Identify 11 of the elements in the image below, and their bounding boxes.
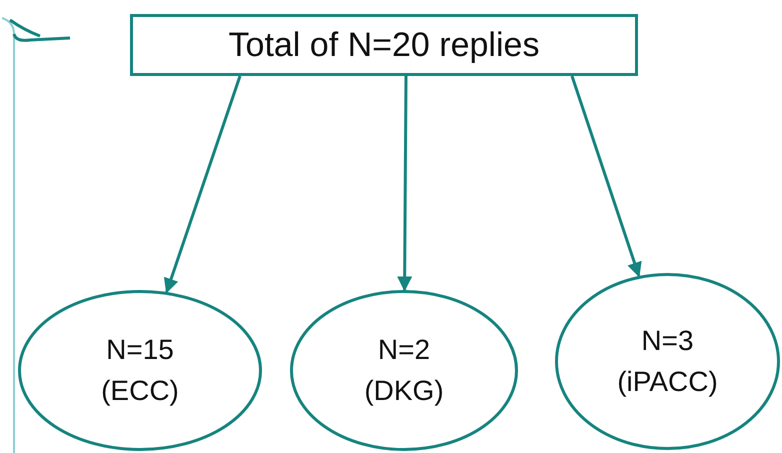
arrow — [164, 76, 242, 294]
process-box — [130, 14, 638, 76]
ellipse-label: N=3 (iPACC) — [616, 324, 719, 399]
box-label: Total of N=20 replies — [228, 26, 540, 64]
ellipse-node — [290, 290, 518, 451]
ellipse-node — [18, 290, 262, 451]
ellipse-label: N=2 (DKG) — [363, 332, 445, 408]
arrow — [570, 76, 642, 278]
ellipse-node — [555, 273, 780, 450]
arrow — [397, 76, 412, 292]
ellipse-label: N=15 (ECC) — [100, 332, 180, 408]
